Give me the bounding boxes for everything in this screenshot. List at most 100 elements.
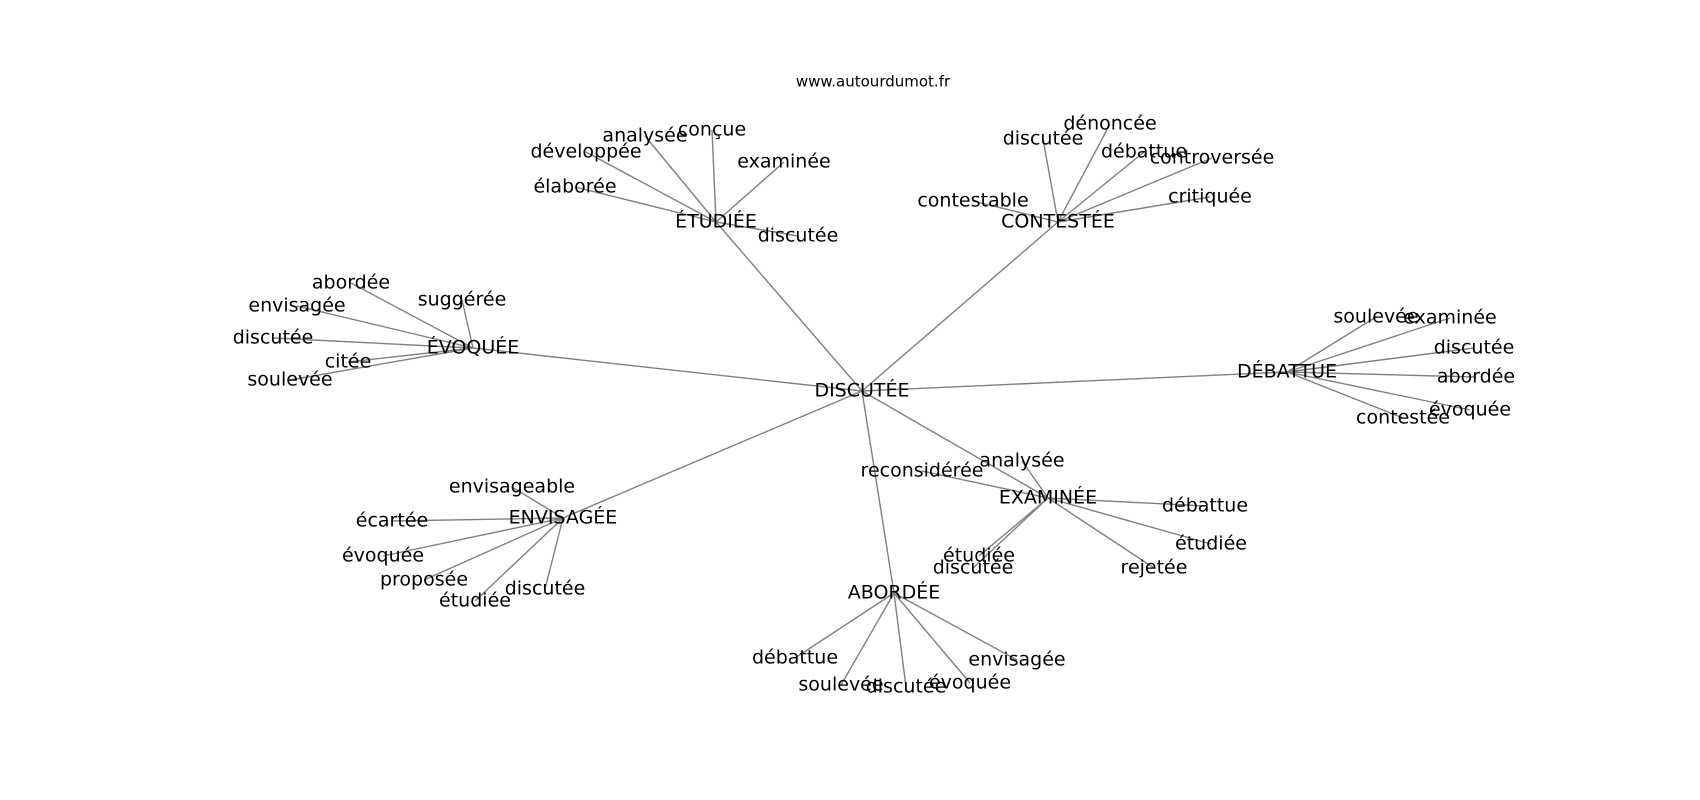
leaf-node-rejetee[interactable]: rejetée [1121,557,1188,579]
edge-examinee-etudiee [978,497,1049,557]
edge-etudiee-examinee [715,161,785,223]
leaf-node-envisageable[interactable]: envisageable [449,476,575,498]
edge-center-evoquee [472,347,863,392]
edge-etudiee-elaboree [574,186,717,223]
edge-envisagee-ecartee [391,517,564,522]
edge-etudiee-discutee [715,221,799,237]
edge-examinee-etudiee [1047,497,1212,545]
edge-abordee-soulevee [840,592,895,686]
edge-abordee-envisagee [893,592,1018,661]
edge-debattue-discutee [1286,347,1475,373]
edge-envisagee-envisageable [511,486,564,519]
leaf-node-evoquee[interactable]: évoquée [1429,399,1511,421]
hub-node-debattue[interactable]: DÉBATTUE [1237,360,1337,383]
edge-etudiee-concue [711,129,717,223]
edge-envisagee-discutee [544,517,564,590]
edge-examinee-rejetee [1047,497,1155,569]
leaf-node-analysee[interactable]: analysée [602,125,687,147]
hub-node-abordee[interactable]: ABORDÉE [848,581,941,604]
edge-abordee-discutee [893,592,907,688]
edge-etudiee-analysee [644,135,717,223]
leaf-node-abordee[interactable]: abordée [1437,366,1515,388]
edge-abordee-debattue [794,592,895,659]
center-node[interactable]: DISCUTÉE [814,379,909,402]
edge-contestee-denoncee [1057,123,1111,223]
edge-examinee-debattue [1047,497,1206,507]
leaf-node-debattue[interactable]: débattue [1162,495,1248,517]
leaf-node-soulevee[interactable]: soulevée [798,674,883,696]
edge-contestee-controversee [1057,157,1213,223]
hub-node-envisagee[interactable]: ENVISAGÉE [509,506,618,529]
leaf-node-evoquee[interactable]: évoquée [342,545,424,567]
leaf-node-soulevee[interactable]: soulevée [1333,306,1418,328]
edge-examinee-reconsideree [921,470,1049,499]
leaf-node-discutee[interactable]: discutée [1434,337,1515,359]
leaf-node-discutee[interactable]: discutée [758,225,839,247]
leaf-node-proposee[interactable]: proposée [380,569,468,591]
leaf-node-contestable[interactable]: contestable [917,190,1028,212]
site-url: www.autourdumot.fr [796,73,951,91]
edge-etudiee-developpee [585,151,717,223]
leaf-node-suggeree[interactable]: suggérée [418,289,507,311]
leaf-node-envisagee[interactable]: envisagée [968,649,1065,671]
leaf-node-etudiee[interactable]: étudiée [439,590,511,612]
edge-abordee-evoquee [893,592,971,684]
edge-evoquee-suggeree [461,299,474,349]
leaf-node-debattue[interactable]: débattue [752,647,838,669]
hub-node-examinee[interactable]: EXAMINÉE [999,486,1097,509]
leaf-node-evoquee[interactable]: évoquée [929,672,1011,694]
graph-edges [272,123,1477,688]
leaf-node-reconsideree[interactable]: reconsidérée [861,460,984,482]
hub-node-contestee[interactable]: CONTESTÉE [1001,210,1115,233]
hub-node-etudiee[interactable]: ÉTUDIÉE [675,210,757,233]
leaf-node-examinee[interactable]: examinée [1403,307,1496,329]
leaf-node-denoncee[interactable]: dénoncée [1063,113,1156,135]
edge-debattue-evoquee [1286,371,1471,411]
edge-center-abordee [861,390,895,594]
edge-center-envisagee [562,390,863,519]
leaf-node-contestee[interactable]: contestée [1356,407,1450,429]
edge-envisagee-etudiee [474,517,564,602]
edge-evoquee-soulevee [289,347,474,381]
leaf-node-discutee[interactable]: discutée [1003,128,1084,150]
edge-center-etudiee [715,221,863,392]
leaf-node-developpee[interactable]: développée [530,141,641,163]
edge-debattue-examinee [1286,317,1451,373]
leaf-node-critiquee[interactable]: critiquée [1168,186,1252,208]
edge-contestee-contestable [972,200,1059,223]
edge-envisagee-proposee [423,517,564,581]
leaf-node-etudiee[interactable]: étudiée [1175,533,1247,555]
leaf-node-discutee[interactable]: discutée [933,557,1014,579]
edge-center-contestee [861,221,1059,392]
leaf-node-examinee[interactable]: examinée [737,151,830,173]
leaf-node-ecartee[interactable]: écartée [356,510,428,532]
leaf-node-analysee[interactable]: analysée [979,450,1064,472]
leaf-node-discutee[interactable]: discutée [505,578,586,600]
edge-evoquee-envisagee [296,305,474,349]
leaf-node-concue[interactable]: conçue [678,119,746,141]
edge-contestee-debattue [1057,151,1145,223]
edge-envisagee-evoquee [382,517,564,557]
edge-examinee-discutee [972,497,1049,569]
edge-evoquee-discutee [272,337,474,349]
edge-debattue-abordee [1286,371,1477,378]
edge-contestee-discutee [1042,138,1059,223]
edge-evoquee-abordee [350,282,474,349]
leaf-node-etudiee[interactable]: étudiée [943,545,1015,567]
leaf-node-elaboree[interactable]: élaborée [533,176,616,198]
leaf-node-envisagee[interactable]: envisagée [248,295,345,317]
leaf-node-soulevee[interactable]: soulevée [247,369,332,391]
leaf-node-debattue[interactable]: débattue [1101,141,1187,163]
edge-debattue-contestee [1286,371,1404,419]
leaf-node-abordee[interactable]: abordée [312,272,390,294]
hub-node-evoquee[interactable]: ÉVOQUÉE [427,336,520,359]
edge-contestee-critiquee [1057,196,1211,223]
leaf-node-citee[interactable]: citée [325,351,372,373]
leaf-node-controversee[interactable]: controversée [1150,147,1275,169]
edge-center-debattue [861,371,1288,392]
leaf-node-discutee[interactable]: discutée [233,327,314,349]
leaf-node-discutee[interactable]: discutée [866,676,947,698]
edge-evoquee-citee [347,347,474,363]
